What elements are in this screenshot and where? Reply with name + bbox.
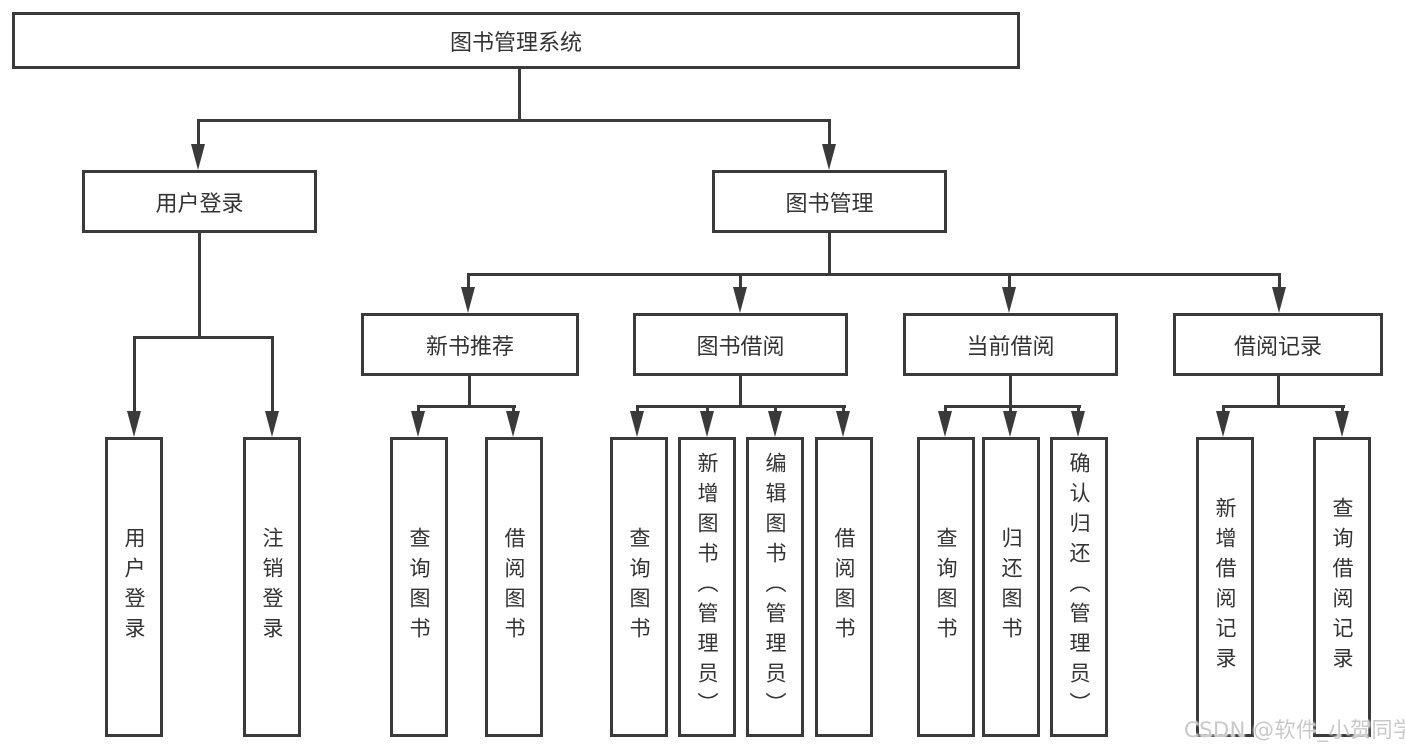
connector-line [467, 273, 1281, 276]
node-book-borrow-label: 图书借阅 [696, 334, 785, 360]
arrow-head [700, 411, 714, 437]
leaf-confirm-return-admin-label: 确认归还（管理员） [1067, 452, 1091, 722]
leaf-logout-label: 注销登录 [260, 527, 284, 647]
arrow-head [411, 411, 425, 437]
leaf-user-login-label: 用户登录 [122, 527, 146, 647]
node-current-borrow-label: 当前借阅 [966, 334, 1055, 360]
arrow-head [1003, 411, 1017, 437]
node-new-book-recommend-label: 新书推荐 [425, 334, 514, 360]
node-new-book-recommend: 新书推荐 [361, 313, 579, 376]
connector-line [197, 119, 831, 122]
connector-line [828, 230, 831, 275]
leaf-query-books-current-label: 查询图书 [934, 527, 958, 647]
arrow-head [1272, 287, 1286, 313]
root-node-library-system: 图书管理系统 [12, 12, 1020, 69]
connector-line [739, 273, 742, 293]
connector-line [133, 336, 274, 339]
arrow-head [1002, 287, 1016, 313]
leaf-query-books-current: 查询图书 [917, 437, 975, 737]
node-book-management-label: 图书管理 [785, 191, 874, 217]
arrow-head [1335, 411, 1349, 437]
leaf-edit-books-admin-label: 编辑图书（管理员） [763, 452, 787, 722]
leaf-query-borrow-record: 查询借阅记录 [1313, 437, 1371, 737]
leaf-query-books-newbook: 查询图书 [390, 437, 448, 737]
node-user-login-label: 用户登录 [155, 191, 244, 217]
node-book-management: 图书管理 [712, 170, 947, 233]
leaf-add-borrow-record-label: 新增借阅记录 [1213, 497, 1237, 677]
leaf-query-books-newbook-label: 查询图书 [407, 527, 431, 647]
connector-line [197, 119, 200, 149]
arrow-head [127, 411, 141, 437]
connector-line [271, 336, 274, 416]
leaf-query-books-borrow-label: 查询图书 [627, 527, 651, 647]
leaf-borrow-books-newbook-label: 借阅图书 [502, 527, 526, 647]
connector-line [1009, 374, 1012, 407]
leaf-return-books: 归还图书 [982, 437, 1040, 737]
leaf-query-borrow-record-label: 查询借阅记录 [1330, 497, 1354, 677]
connector-line [636, 405, 846, 408]
connector-line [828, 119, 831, 149]
arrow-head [265, 411, 279, 437]
arrow-head [1071, 411, 1085, 437]
leaf-add-books-admin-label: 新增图书（管理员） [695, 452, 719, 722]
connector-line [739, 374, 742, 407]
connector-line [1277, 374, 1280, 407]
leaf-borrow-books-newbook: 借阅图书 [485, 437, 543, 737]
connector-line [417, 405, 516, 408]
leaf-query-books-borrow: 查询图书 [610, 437, 668, 737]
leaf-logout: 注销登录 [243, 437, 301, 737]
connector-line [1278, 273, 1281, 293]
arrow-head [836, 411, 850, 437]
arrow-head [1216, 411, 1230, 437]
csdn-watermark: CSDN @软件_小贺同学 [1184, 718, 1405, 742]
node-borrow-records: 借阅记录 [1173, 313, 1383, 376]
leaf-return-books-label: 归还图书 [999, 527, 1023, 647]
connector-line [468, 374, 471, 407]
leaf-edit-books-admin: 编辑图书（管理员） [746, 437, 804, 737]
root-node-label: 图书管理系统 [449, 30, 582, 56]
leaf-add-books-admin: 新增图书（管理员） [678, 437, 736, 737]
arrow-head [822, 144, 836, 170]
connector-line [198, 230, 201, 338]
leaf-confirm-return-admin: 确认归还（管理员） [1050, 437, 1108, 737]
arrow-head [191, 144, 205, 170]
arrow-head [938, 411, 952, 437]
connector-line [944, 405, 1081, 408]
node-current-borrow: 当前借阅 [903, 313, 1118, 376]
connector-line [1222, 405, 1345, 408]
connector-line [518, 66, 521, 121]
leaf-borrow-books-label: 借阅图书 [832, 527, 856, 647]
arrow-head [461, 287, 475, 313]
arrow-head [630, 411, 644, 437]
arrow-head [733, 287, 747, 313]
node-book-borrow: 图书借阅 [633, 313, 848, 376]
connector-line [133, 336, 136, 416]
arrow-head [768, 411, 782, 437]
connector-line [467, 273, 470, 293]
arrow-head [506, 411, 520, 437]
node-borrow-records-label: 借阅记录 [1233, 334, 1322, 360]
leaf-user-login: 用户登录 [105, 437, 163, 737]
connector-line [1008, 273, 1011, 293]
leaf-borrow-books: 借阅图书 [815, 437, 873, 737]
leaf-add-borrow-record: 新增借阅记录 [1196, 437, 1254, 737]
node-user-login: 用户登录 [82, 170, 317, 233]
